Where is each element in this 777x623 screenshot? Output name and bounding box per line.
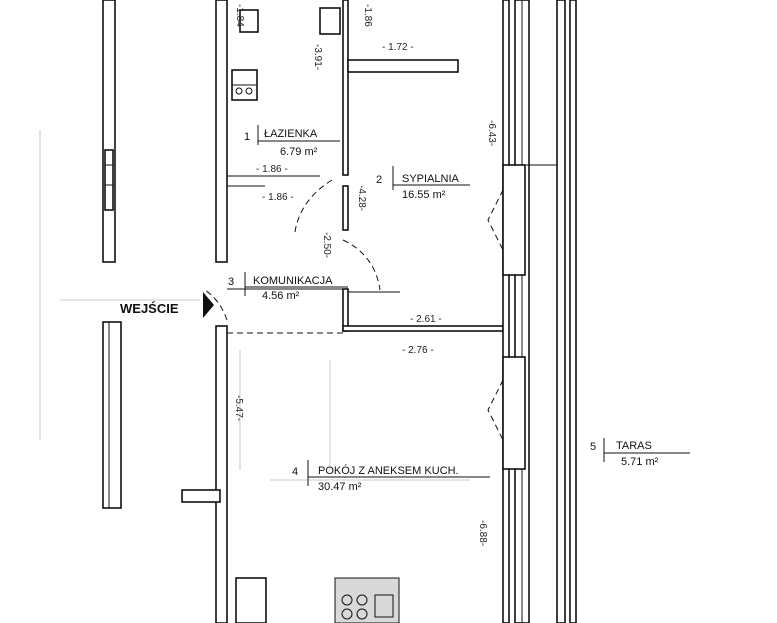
fixtures — [231, 7, 400, 623]
dim-1-72: - 1.72 - — [382, 42, 414, 53]
dim-2-76: - 2.76 - — [402, 345, 434, 356]
room-name: ŁAZIENKA — [264, 128, 318, 140]
room-number: 2 — [376, 174, 382, 186]
dim-1-84: -1.84- — [234, 4, 245, 30]
room-name: KOMUNIKACJA — [253, 275, 333, 287]
room-3-label: 3 KOMUNIKACJA 4.56 m² — [228, 272, 348, 302]
room-name: SYPIALNIA — [402, 173, 460, 185]
room-area: 16.55 m² — [402, 189, 446, 201]
room-number: 4 — [292, 466, 298, 478]
entrance-label: WEJŚCIE — [120, 301, 179, 316]
room-5-label: 5 TARAS 5.71 m² — [590, 438, 690, 468]
dim-6-88: -6.88- — [477, 520, 488, 546]
room-2-label: 2 SYPIALNIA 16.55 m² — [376, 166, 470, 201]
dim-6-43: -6.43- — [486, 120, 497, 146]
room-name: TARAS — [616, 440, 652, 452]
dim-1-86-top: -1.86 — [362, 4, 373, 27]
dim-2-61: - 2.61 - — [410, 314, 442, 325]
left-neighbour-structure — [102, 0, 122, 509]
dim-1-86-b: - 1.86 - — [262, 192, 294, 203]
room-area: 5.71 m² — [621, 456, 659, 468]
apartment-walls — [181, 0, 577, 623]
room-area: 6.79 m² — [280, 146, 318, 158]
room-name: POKÓJ Z ANEKSEM KUCH. — [318, 464, 459, 477]
room-number: 5 — [590, 441, 596, 453]
room-area: 30.47 m² — [318, 481, 362, 493]
room-number: 1 — [244, 131, 250, 143]
dimension-labels: -1.84- -1.86 -3.91- - 1.72 - -6.43- - 1.… — [233, 4, 497, 546]
door-swings — [204, 179, 381, 321]
dim-3-91: -3.91- — [312, 44, 323, 70]
dim-5-47: -5.47- — [233, 395, 244, 421]
entrance-arrow-icon — [203, 292, 214, 318]
room-number: 3 — [228, 276, 234, 288]
window-markings — [487, 189, 504, 441]
dim-1-86-a: - 1.86 - — [256, 164, 288, 175]
room-1-label: 1 ŁAZIENKA 6.79 m² — [244, 125, 340, 158]
dim-4-28: -4.28- — [356, 185, 367, 211]
room-4-label: 4 POKÓJ Z ANEKSEM KUCH. 30.47 m² — [292, 460, 490, 493]
dim-2-50: -2.50- — [321, 232, 332, 258]
room-area: 4.56 m² — [262, 290, 300, 302]
